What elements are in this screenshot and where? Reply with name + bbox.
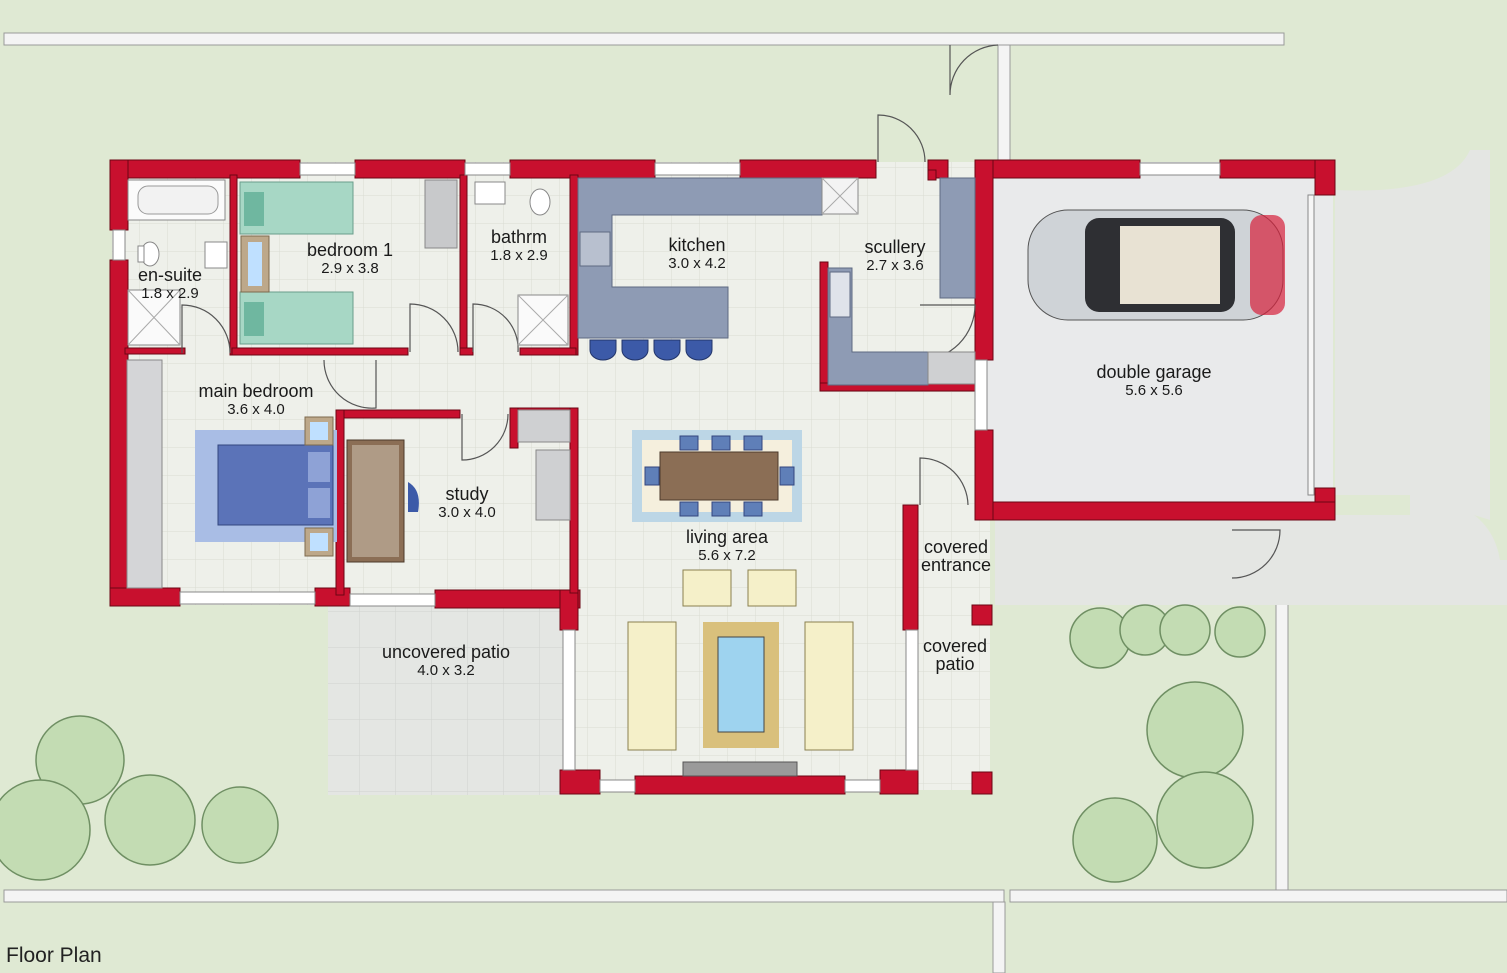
room-name-line-1: covered — [923, 537, 989, 557]
sink — [829, 271, 851, 318]
room-label-study: study 3.0 x 4.0 — [422, 485, 512, 520]
en-suite-fixtures — [127, 179, 228, 346]
dining-chair — [711, 501, 731, 517]
exterior-walls — [109, 159, 1336, 795]
coffee-table — [717, 636, 765, 733]
room-label-double-garage: double garage 5.6 x 5.6 — [1084, 363, 1224, 398]
room-label-en-suite: en-suite 1.8 x 2.9 — [125, 266, 215, 301]
covered-patio-floor — [918, 520, 990, 790]
room-name: en-suite — [137, 265, 203, 285]
fireplace — [682, 761, 798, 777]
room-label-scullery: scullery 2.7 x 3.6 — [845, 238, 945, 273]
room-name: scullery — [864, 237, 926, 257]
room-name-line-2: patio — [935, 654, 975, 674]
desk-chair — [408, 482, 419, 512]
room-name: study — [445, 484, 489, 504]
room-name: uncovered patio — [381, 642, 511, 662]
wardrobe — [424, 179, 458, 249]
bathroom-fixtures — [474, 181, 569, 346]
study-furniture — [346, 409, 571, 563]
room-dimensions: 3.0 x 4.2 — [668, 255, 726, 272]
bedroom-1-furniture — [239, 179, 458, 345]
room-name: bathrm — [490, 227, 548, 247]
room-label-living-area: living area 5.6 x 7.2 — [667, 528, 787, 563]
basin — [474, 181, 506, 205]
room-label-covered-entrance: covered entrance — [916, 538, 996, 574]
room-label-main-bedroom: main bedroom 3.6 x 4.0 — [186, 382, 326, 417]
boundary-wall — [3, 32, 1507, 973]
bedside-table — [304, 416, 334, 446]
room-dimensions: 2.9 x 3.8 — [321, 260, 379, 277]
room-dimensions: 2.7 x 3.6 — [866, 257, 924, 274]
room-name-line-2: entrance — [920, 555, 992, 575]
sofa — [804, 621, 854, 751]
dining-chair — [743, 435, 763, 451]
room-dimensions: 3.0 x 4.0 — [438, 504, 496, 521]
toilet — [529, 188, 551, 216]
driveway-curve — [1335, 150, 1490, 520]
room-dimensions: 1.8 x 2.9 — [141, 285, 199, 302]
room-dimensions: 5.6 x 5.6 — [1125, 382, 1183, 399]
dining-chair — [679, 501, 699, 517]
room-name: main bedroom — [198, 381, 314, 401]
dining-chair — [644, 466, 660, 486]
scullery-cupboard — [927, 351, 976, 385]
dining-table — [659, 451, 779, 501]
interior-walls — [124, 169, 976, 596]
bar-stools — [589, 339, 713, 361]
room-dimensions: 5.6 x 7.2 — [698, 547, 756, 564]
room-label-bedroom-1: bedroom 1 2.9 x 3.8 — [290, 241, 410, 276]
main-bedroom-furniture — [126, 359, 337, 589]
sofa — [627, 621, 677, 751]
car — [1027, 209, 1285, 321]
plan-caption: Floor Plan — [6, 944, 102, 967]
dining-chair — [743, 501, 763, 517]
armchair — [747, 569, 797, 607]
kitchen-fixtures — [577, 177, 859, 361]
trees — [0, 604, 1266, 883]
room-name: living area — [685, 527, 769, 547]
uncovered-patio-floor — [328, 605, 563, 795]
basin — [204, 241, 228, 269]
dining-chair — [779, 466, 795, 486]
garage-door — [1307, 194, 1315, 496]
room-name: bedroom 1 — [306, 240, 394, 260]
driveway-paving — [995, 495, 1507, 605]
room-label-kitchen: kitchen 3.0 x 4.2 — [647, 236, 747, 271]
study-shelf — [535, 449, 571, 521]
room-name: double garage — [1096, 362, 1212, 382]
room-label-uncovered-patio: uncovered patio 4.0 x 3.2 — [366, 643, 526, 678]
armchair — [682, 569, 732, 607]
room-dimensions: 3.6 x 4.0 — [227, 401, 285, 418]
dining-chair — [679, 435, 699, 451]
windows — [112, 162, 1221, 793]
study-cupboard — [517, 409, 571, 443]
living-furniture — [627, 430, 854, 777]
room-label-covered-patio: covered patio — [916, 637, 994, 673]
room-name-line-1: covered — [922, 636, 988, 656]
hob — [579, 231, 611, 267]
room-dimensions: 4.0 x 3.2 — [417, 662, 475, 679]
room-dimensions: 1.8 x 2.9 — [490, 247, 548, 264]
wardrobe — [126, 359, 163, 589]
scullery-fixtures — [827, 177, 976, 386]
room-name: kitchen — [668, 235, 726, 255]
dining-chair — [711, 435, 731, 451]
room-label-bathroom: bathrm 1.8 x 2.9 — [475, 228, 563, 263]
scullery-shelf — [939, 177, 976, 299]
